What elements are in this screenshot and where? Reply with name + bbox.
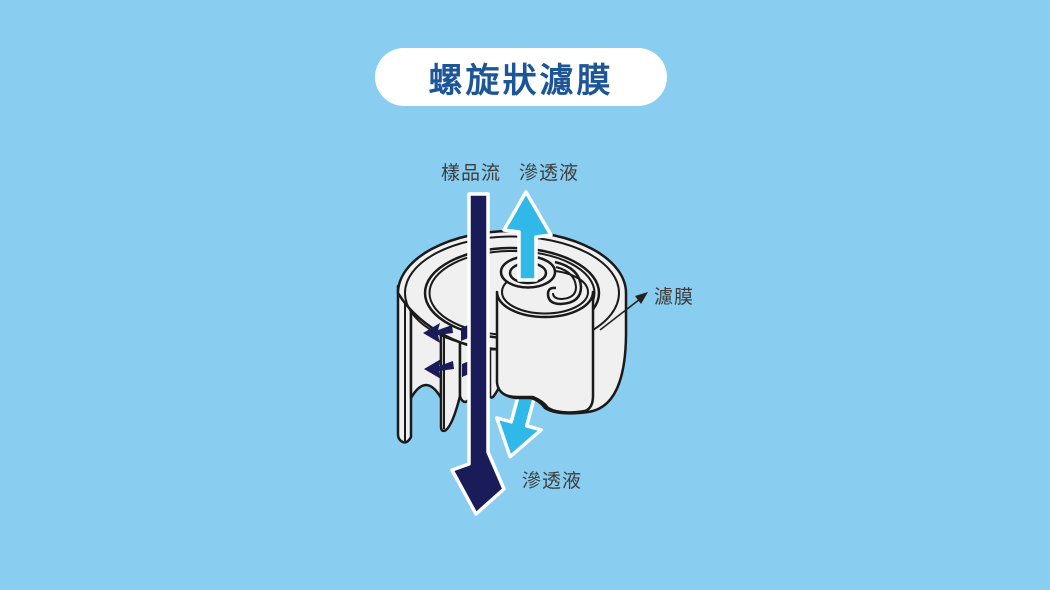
- sample-flow-label: 樣品流: [441, 163, 502, 184]
- permeate-top-label: 滲透液: [519, 163, 580, 184]
- membrane-leader-line: [599, 292, 648, 331]
- title-pill: 螺旋狀濾膜: [375, 48, 667, 106]
- permeate-up-arrow: [502, 190, 553, 282]
- page-title: 螺旋狀濾膜: [428, 61, 614, 100]
- sample-flow-arrow: [450, 192, 506, 516]
- permeate-bottom-label: 滲透液: [522, 471, 583, 492]
- membrane-label: 濾膜: [654, 287, 695, 308]
